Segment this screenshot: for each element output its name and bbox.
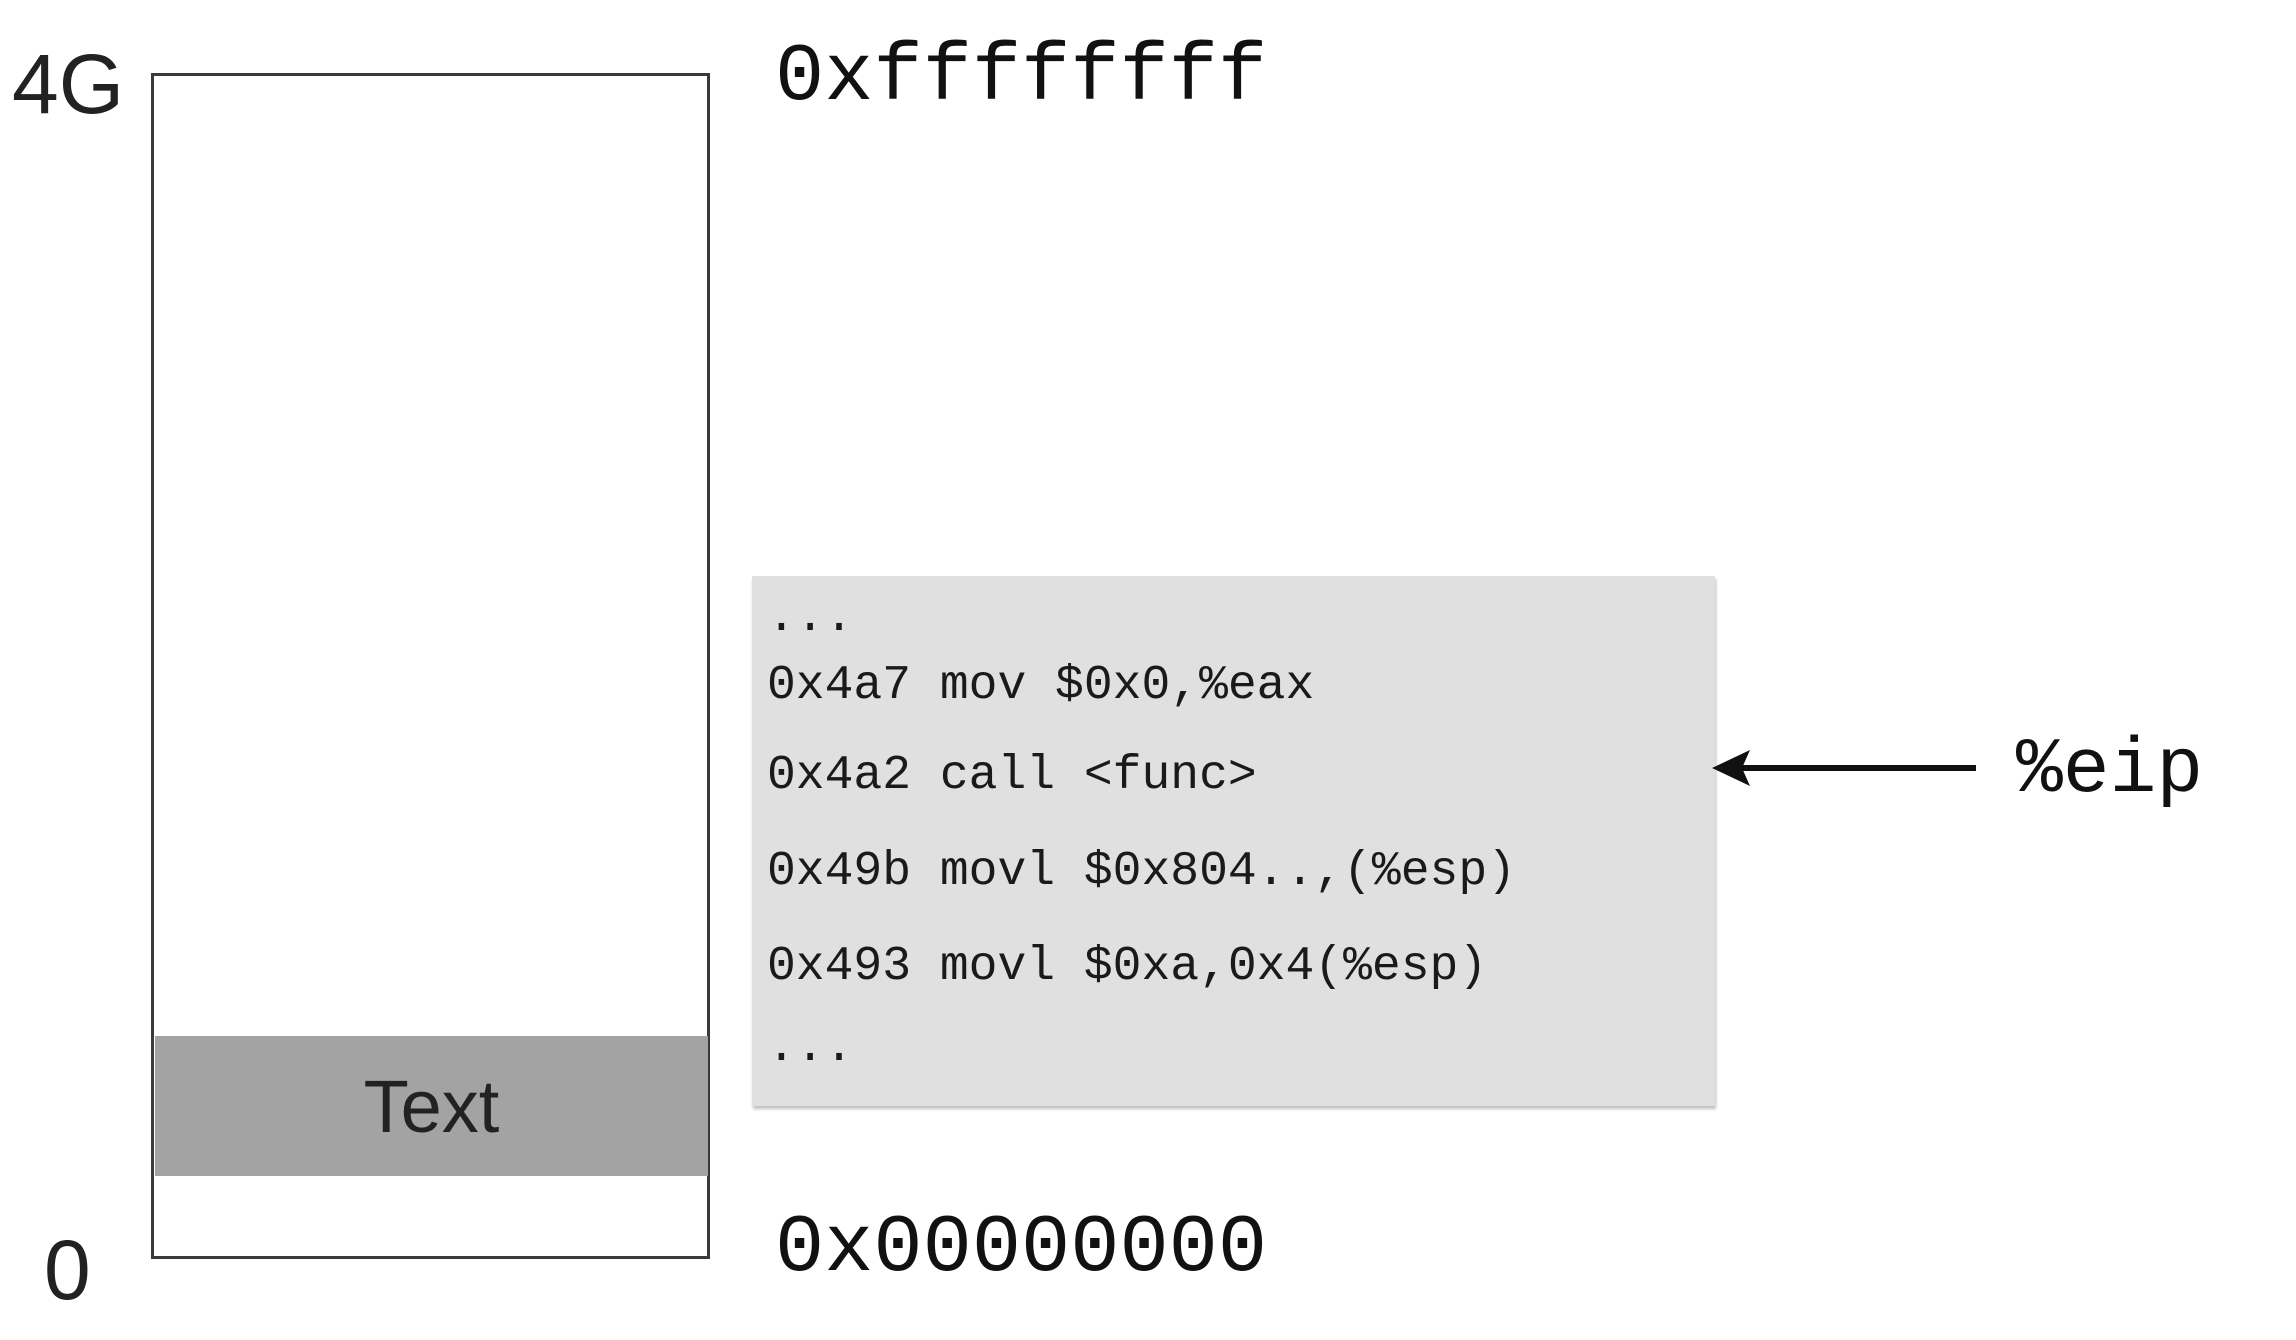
code-line-ellipsis-bottom: ... — [767, 1021, 854, 1075]
instruction-pointer-arrow — [1712, 750, 1976, 786]
code-line-mov: 0x4a7 mov $0x0,%eax — [767, 659, 1315, 713]
top-address-label: 0xffffffff — [775, 31, 1268, 124]
bottom-size-label: 0 — [44, 1223, 91, 1317]
code-line-movl-offset: 0x493 movl $0xa,0x4(%esp) — [767, 940, 1488, 994]
top-size-label: 4G — [12, 37, 125, 131]
arrow-head-icon — [1712, 750, 1750, 786]
bottom-address-label: 0x00000000 — [775, 1202, 1268, 1295]
code-line-ellipsis-top: ... — [767, 591, 854, 645]
register-label: %eip — [2016, 727, 2204, 815]
text-segment: Text — [155, 1036, 708, 1176]
code-listing-panel: ... 0x4a7 mov $0x0,%eax 0x4a2 call <func… — [752, 576, 1715, 1106]
code-line-call: 0x4a2 call <func> — [767, 749, 1257, 803]
code-line-movl-esp: 0x49b movl $0x804..,(%esp) — [767, 845, 1516, 899]
